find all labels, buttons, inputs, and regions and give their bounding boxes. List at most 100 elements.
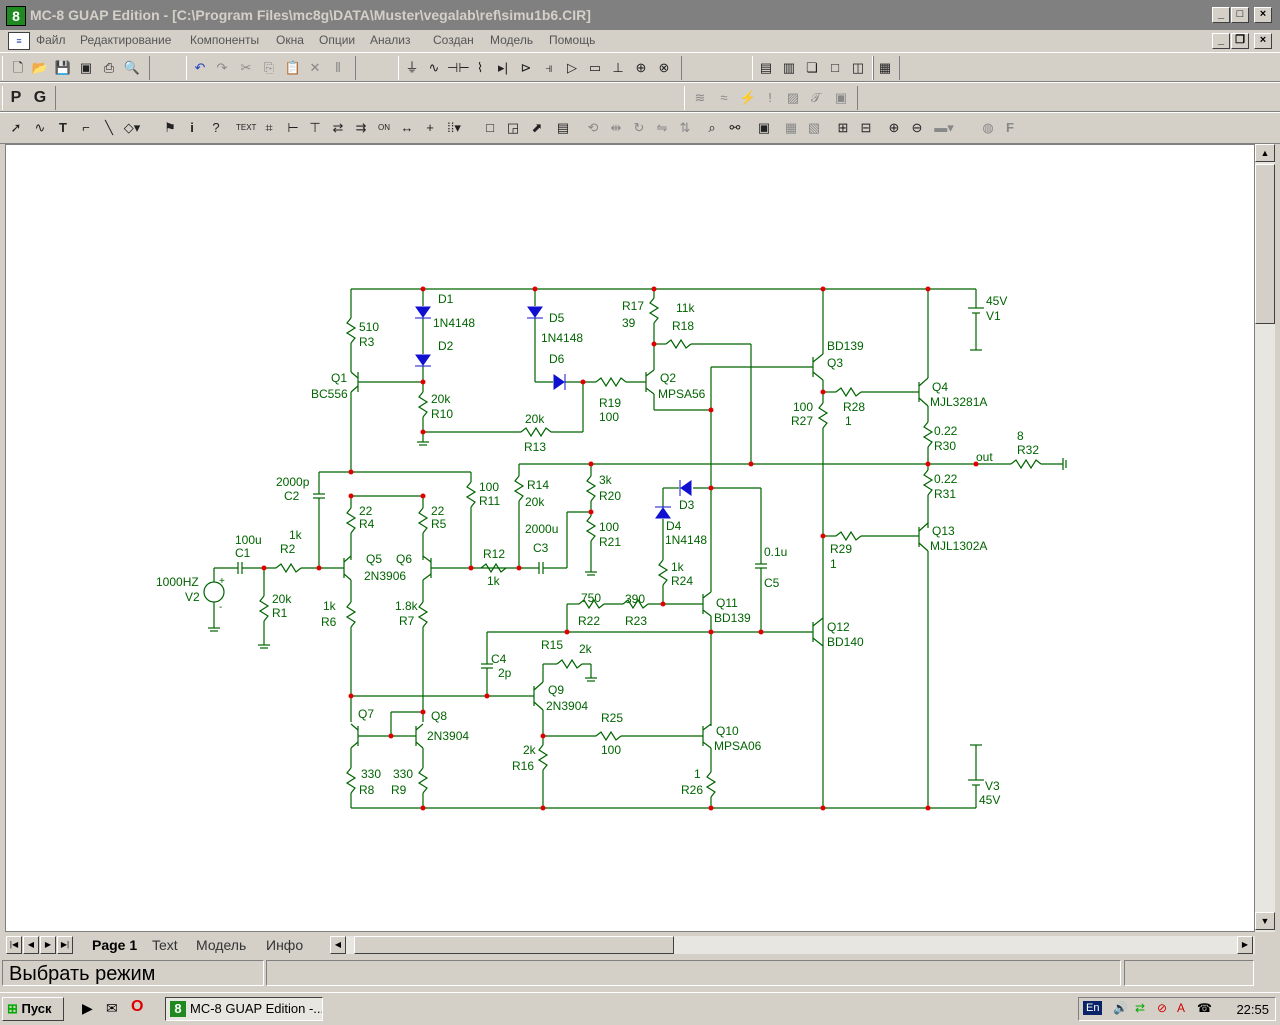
title-block-icon[interactable]: ◲: [506, 120, 520, 135]
horizontal-scrollbar[interactable]: ◀ ▶: [330, 936, 1255, 954]
font-icon[interactable]: F: [1006, 120, 1014, 135]
p-button[interactable]: P: [10, 89, 22, 106]
menu-edit[interactable]: Редактирование: [80, 33, 172, 47]
open-folder-icon[interactable]: 📂: [31, 60, 49, 75]
current-flow-icon[interactable]: ⇄: [332, 120, 344, 135]
save-all-icon[interactable]: ▣: [79, 60, 93, 75]
menu-help[interactable]: Помощь: [549, 33, 596, 47]
pointer-icon[interactable]: ⬈: [531, 120, 543, 135]
source-icon[interactable]: ⊕: [635, 60, 647, 75]
scroll-down-icon[interactable]: ▼: [1255, 912, 1275, 930]
print-preview-icon[interactable]: 🔍: [123, 60, 141, 75]
connection-icon[interactable]: ☎: [1197, 1001, 1212, 1015]
acrobat-icon[interactable]: A: [1177, 1001, 1186, 1015]
crosshair-icon[interactable]: +: [426, 120, 434, 135]
media-player-icon[interactable]: ▶: [82, 1000, 93, 1016]
cut-icon[interactable]: ✂: [240, 60, 252, 75]
on-off-icon[interactable]: ON: [378, 123, 390, 132]
zoom-in-icon[interactable]: ⊕: [888, 120, 900, 135]
redo-icon[interactable]: ↷: [216, 60, 228, 75]
color-icon[interactable]: ▬▾: [934, 120, 954, 135]
mirror-icon[interactable]: ⇹: [610, 120, 622, 135]
menu-created[interactable]: Создан: [433, 33, 474, 47]
doc-close-button[interactable]: ×: [1254, 33, 1272, 49]
diode-icon[interactable]: ▸|: [498, 60, 508, 75]
network-icon[interactable]: ⇄: [1135, 1001, 1146, 1015]
undo-icon[interactable]: ↶: [194, 60, 206, 75]
text-format-icon[interactable]: 𝒯: [811, 90, 821, 105]
opera-icon[interactable]: O: [131, 998, 144, 1015]
start-button[interactable]: ⊞ Пуск: [2, 997, 64, 1021]
page-add-icon[interactable]: ⊞: [837, 120, 849, 135]
tile-horizontal-icon[interactable]: ▤: [759, 60, 773, 75]
probe-icon[interactable]: ⚡: [739, 90, 757, 105]
schematic-canvas[interactable]: D1 1N4148 D2 D5 1N4148 D6 R17 39 11k R18…: [5, 144, 1255, 932]
menu-windows[interactable]: Окна: [276, 33, 304, 47]
find-icon[interactable]: ⌕: [708, 120, 716, 135]
next-page-icon[interactable]: ▶: [40, 936, 56, 954]
g-button[interactable]: G: [33, 89, 47, 106]
scroll-up-icon[interactable]: ▲: [1255, 144, 1275, 162]
print-icon[interactable]: ⎙: [103, 60, 115, 75]
wire-mode-icon[interactable]: ⌐: [82, 120, 90, 135]
exclamation-icon[interactable]: !: [768, 90, 772, 105]
maximize-button[interactable]: □: [1231, 7, 1249, 23]
menu-model[interactable]: Модель: [490, 33, 534, 47]
cascade-icon[interactable]: ❏: [806, 60, 818, 75]
rotate-icon[interactable]: ↻: [633, 120, 645, 135]
calculator-icon[interactable]: ▦: [878, 60, 892, 75]
battery-icon[interactable]: ⊥: [612, 60, 624, 75]
menu-analysis[interactable]: Анализ: [370, 33, 411, 47]
capacitor-icon[interactable]: ⊣⊢: [447, 60, 470, 75]
power-icon[interactable]: ⇉: [355, 120, 367, 135]
flag-icon[interactable]: ⚑: [164, 120, 176, 135]
wave-icon[interactable]: ≋: [694, 90, 706, 105]
help-pointer-icon[interactable]: ?: [212, 120, 220, 135]
tab-page-1[interactable]: Page 1: [92, 937, 138, 953]
new-file-icon[interactable]: 🗋: [12, 60, 24, 75]
text-tool-icon[interactable]: T: [59, 120, 67, 135]
info-icon[interactable]: i: [190, 120, 194, 135]
current-source-icon[interactable]: ⊗: [658, 60, 670, 75]
flip-y-icon[interactable]: ⇅: [679, 120, 691, 135]
mosfet-icon[interactable]: ⫣: [545, 60, 553, 75]
rotate-group-icon[interactable]: ⟲: [587, 120, 599, 135]
first-page-icon[interactable]: |◀: [6, 936, 22, 954]
paste-icon[interactable]: 📋: [284, 60, 302, 75]
pin-markers-icon[interactable]: ⊤: [309, 120, 321, 135]
ground-icon[interactable]: ⏚: [405, 60, 419, 75]
select-mode-icon[interactable]: ➚: [10, 120, 22, 135]
menu-components[interactable]: Компоненты: [190, 33, 260, 47]
copy-icon[interactable]: ⎘: [263, 60, 275, 75]
delete-icon[interactable]: ✕: [309, 60, 321, 75]
page-remove-icon[interactable]: ⊟: [860, 120, 872, 135]
flip-x-icon[interactable]: ⇋: [656, 120, 668, 135]
opamp-icon[interactable]: ▷: [567, 60, 577, 75]
vertical-scrollbar[interactable]: ▲ ▼: [1255, 144, 1275, 932]
minimize-button[interactable]: _: [1212, 7, 1230, 23]
inductor-icon[interactable]: ⌇: [476, 60, 484, 75]
doc-restore-button[interactable]: ❐: [1231, 33, 1249, 49]
tab-info[interactable]: Инфо: [266, 937, 304, 953]
image-icon[interactable]: ▨: [786, 90, 800, 105]
waves-icon[interactable]: ≈: [720, 90, 728, 105]
scroll-left-icon[interactable]: ◀: [330, 936, 346, 954]
select-all-icon[interactable]: ⦀: [335, 60, 341, 75]
prev-page-icon[interactable]: ◀: [23, 936, 39, 954]
pin-names-icon[interactable]: ⊢: [287, 120, 299, 135]
macro-icon[interactable]: ▭: [588, 60, 602, 75]
horizontal-scroll-thumb[interactable]: [354, 936, 674, 954]
npn-icon[interactable]: ⊳: [520, 60, 532, 75]
menu-options[interactable]: Опции: [319, 33, 356, 47]
tile-vertical-icon[interactable]: ▥: [782, 60, 796, 75]
grid-line-icon[interactable]: ↔: [400, 120, 414, 135]
volume-icon[interactable]: 🔊: [1113, 1001, 1128, 1015]
close-button[interactable]: ×: [1254, 7, 1272, 23]
border-icon[interactable]: □: [486, 120, 494, 135]
last-page-icon[interactable]: ▶|: [57, 936, 73, 954]
ungroup-icon[interactable]: ▧: [807, 120, 821, 135]
show-text-icon[interactable]: TEXT: [236, 123, 257, 132]
properties-icon[interactable]: ▤: [556, 120, 570, 135]
binoculars-icon[interactable]: ⚯: [729, 120, 741, 135]
doc-minimize-button[interactable]: _: [1212, 33, 1230, 49]
